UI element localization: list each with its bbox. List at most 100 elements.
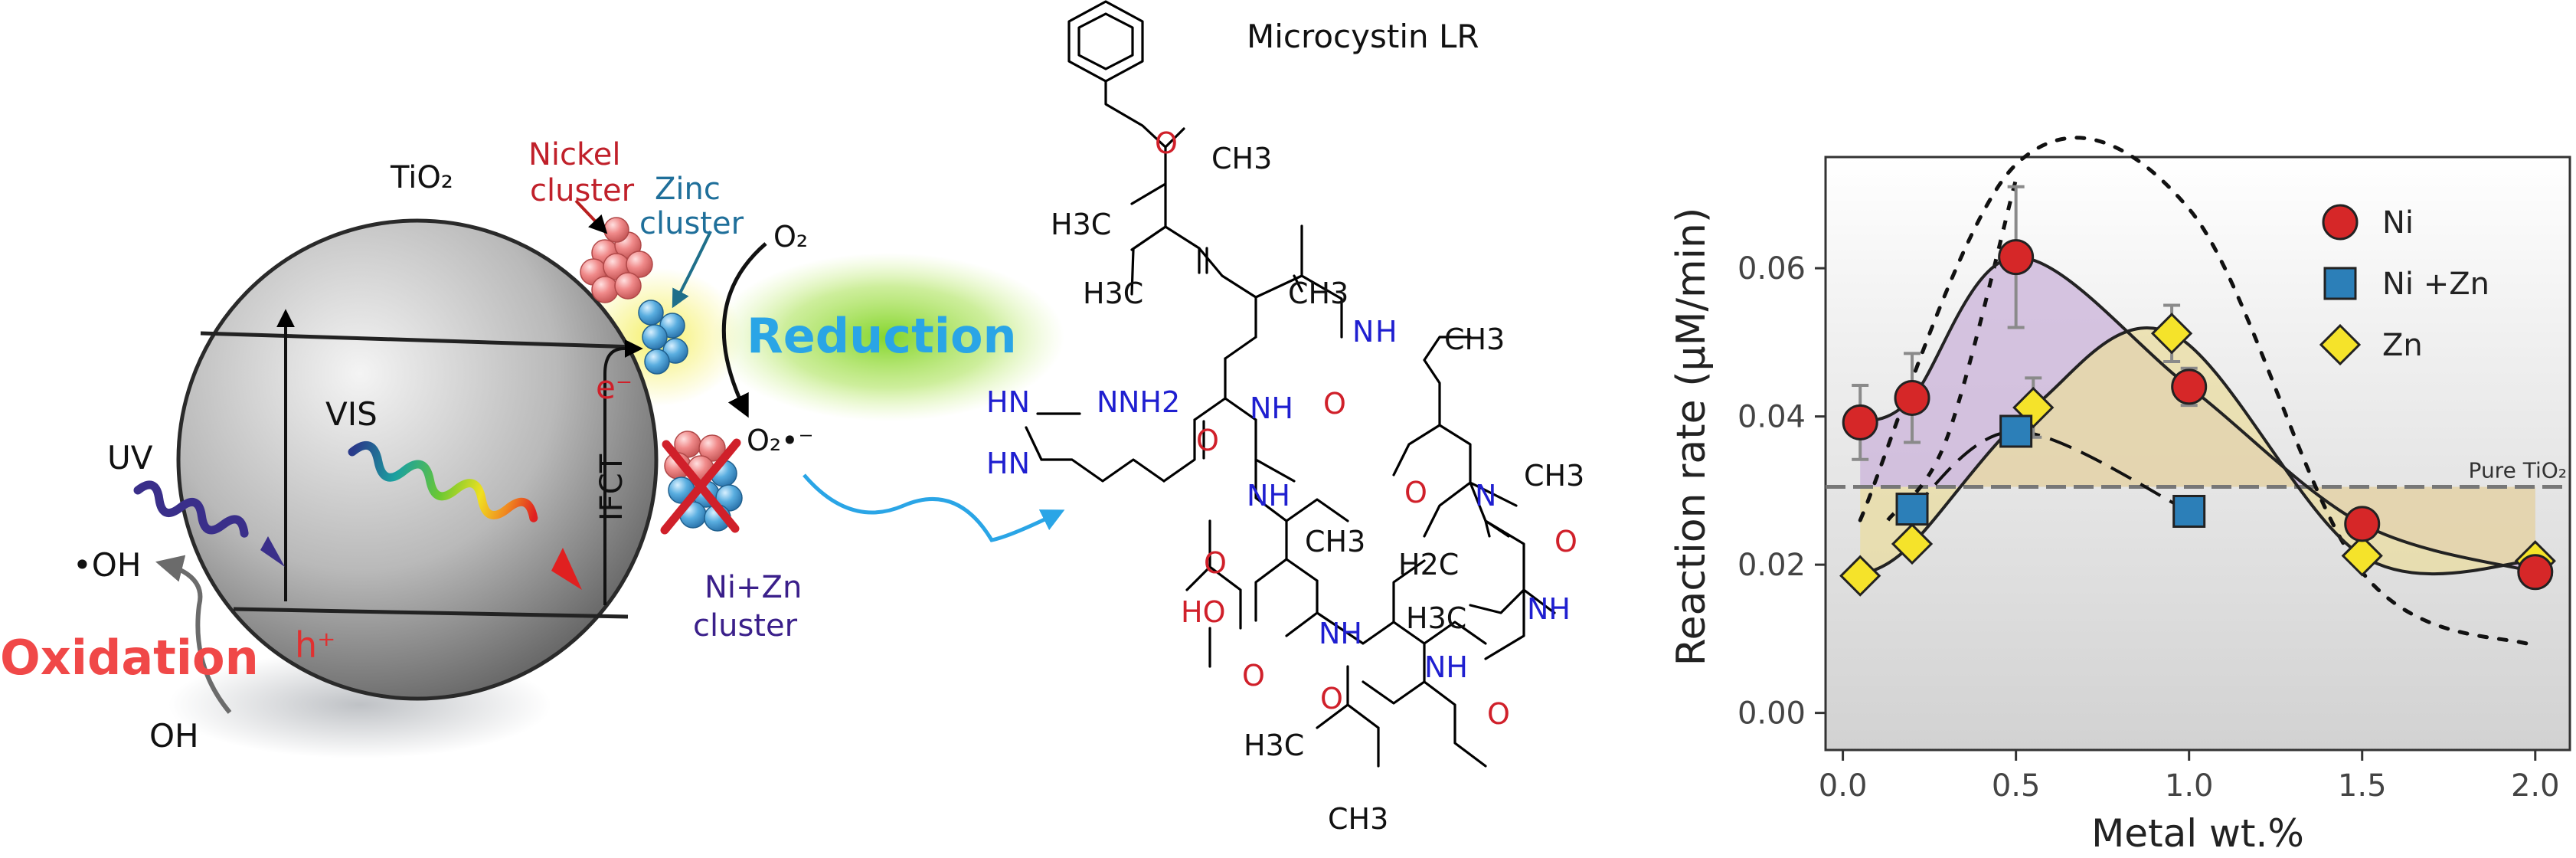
zn-curve: [1859, 326, 2535, 578]
legend-marker-zn: [2319, 323, 2362, 366]
zn-point: [1891, 522, 1934, 565]
atom-o-methoxy: O: [1155, 126, 1178, 160]
oxidation-arrow: [155, 555, 232, 714]
o2-label: O₂: [773, 220, 808, 254]
ni-point: [2517, 554, 2554, 591]
molecule-bonds: [1025, 0, 1556, 768]
electron-label: e⁻: [596, 368, 633, 406]
x-tick-label: 2.0: [2511, 768, 2560, 804]
atom-o-1: O: [1323, 387, 1346, 421]
zinc-label-2: cluster: [639, 206, 744, 241]
y-tick-label: 0.04: [1737, 400, 1806, 435]
reduction-label: Reduction: [747, 308, 1017, 364]
y-tick-label: 0.06: [1737, 251, 1806, 287]
ni-point: [1998, 239, 2035, 276]
atom-ch3-b: CH3: [1444, 323, 1505, 356]
x-tick-label: 0.0: [1819, 768, 1868, 804]
atom-nh2: NH2: [1118, 385, 1180, 419]
nickel-label-2: cluster: [530, 173, 635, 208]
nizn-point: [1999, 414, 2033, 448]
molecule-atom-labels: O CH3 H3C H3C CH3 N H CH3 O HN N NH2 HN …: [986, 126, 1584, 836]
atom-h3c-c: H3C: [1406, 601, 1466, 635]
atom-ch3-methoxy: CH3: [1211, 142, 1272, 175]
atom-h3c-d: H3C: [1244, 729, 1304, 762]
microcystin-structure: Microcystin LR O CH3 H3C H3C CH3: [986, 0, 1584, 836]
zn-point: [2150, 313, 2193, 355]
uv-label: UV: [107, 439, 153, 476]
atom-ch3-a: CH3: [1288, 277, 1348, 310]
nickel-pointer: [574, 199, 608, 234]
atom-ch3-e: CH3: [1328, 802, 1388, 836]
nickel-label-1: Nickel: [528, 137, 621, 172]
atom-nh-2: NH: [1250, 391, 1293, 425]
zinc-cluster: [638, 300, 688, 375]
photocatalysis-scheme: TiO₂ Nickel cluster Zinc cluster O₂ O₂•⁻…: [0, 137, 1065, 758]
valence-band-line: [233, 607, 629, 619]
nizn-point: [1895, 493, 1929, 526]
ni-point: [2344, 506, 2381, 542]
atom-o-3: O: [1204, 546, 1227, 580]
atom-o-7: O: [1320, 682, 1343, 716]
atom-o-4: O: [1404, 476, 1427, 509]
superoxide-label: O₂•⁻: [747, 424, 814, 457]
uv-wave-arrow: [133, 480, 249, 538]
oxidation-label: Oxidation: [0, 630, 259, 686]
vis-label: VIS: [325, 395, 378, 433]
atom-o-8: O: [1487, 697, 1510, 731]
legend-marker-ni: [2322, 204, 2359, 241]
nizn-cluster: [664, 431, 743, 532]
tio2-label: TiO₂: [390, 160, 453, 195]
ifct-label: IFCT: [594, 454, 629, 521]
legend-label: Ni: [2382, 205, 2414, 241]
atom-ch3-c: CH3: [1305, 525, 1365, 558]
zn-point: [2341, 535, 2383, 577]
atom-h-1: H: [1375, 315, 1398, 349]
atom-nh-6: NH: [1424, 650, 1468, 684]
atom-nh2-n: N: [1097, 385, 1118, 419]
reference-line-label: Pure TiO₂: [2469, 458, 2567, 483]
legend-label: Ni +Zn: [2382, 267, 2489, 302]
y-axis-label: Reaction rate (μM/min): [1669, 208, 1715, 666]
atom-nh-5: NH: [1527, 592, 1571, 626]
legend-marker-nizn: [2323, 267, 2357, 300]
conduction-band-line: [200, 331, 636, 349]
blocked-x-mark: [660, 438, 741, 535]
atom-h3c-b: H3C: [1083, 277, 1143, 310]
legend-label: Zn: [2382, 328, 2423, 363]
atom-h2c: H2C: [1398, 548, 1459, 581]
nickel-cluster: [580, 217, 653, 303]
atom-o-5: O: [1554, 525, 1577, 558]
hole-label: h⁺: [295, 624, 335, 666]
atom-hn-1: HN: [986, 385, 1030, 419]
zn-point: [1839, 555, 1881, 597]
atom-ho: HO: [1181, 595, 1225, 629]
x-tick-label: 1.5: [2338, 768, 2387, 804]
reduction-glow: [712, 253, 1064, 421]
oh-label: OH: [149, 717, 199, 755]
nizn-point: [2172, 494, 2206, 528]
nizn-label-2: cluster: [693, 608, 798, 644]
attack-molecule-arrow: [803, 473, 1065, 542]
atom-nh-3: NH: [1247, 479, 1290, 513]
y-tick-label: 0.00: [1737, 696, 1806, 732]
nizn-label-1: Ni+Zn: [704, 570, 802, 605]
atom-o-6: O: [1242, 659, 1265, 693]
atom-hn-2: HN: [986, 447, 1030, 480]
zinc-pointer: [672, 231, 712, 309]
molecule-title: Microcystin LR: [1247, 18, 1479, 55]
atom-n-methyl: N: [1475, 479, 1496, 513]
oh-radical-label: •OH: [73, 546, 141, 584]
zinc-label-1: Zinc: [655, 172, 721, 207]
x-axis-label: Metal wt.%: [2091, 811, 2304, 856]
x-tick-label: 0.5: [1992, 768, 2041, 804]
tio2-sphere: [176, 218, 659, 701]
atom-n-1: N: [1352, 315, 1374, 349]
envelope-dotted-curve: [1858, 136, 2538, 649]
uv-arrow-head: [260, 536, 285, 567]
ifct-arrow: [603, 339, 643, 605]
vis-arrow-head: [551, 548, 582, 590]
atom-h3c-a: H3C: [1051, 208, 1111, 241]
atom-nh-4: NH: [1319, 617, 1362, 650]
